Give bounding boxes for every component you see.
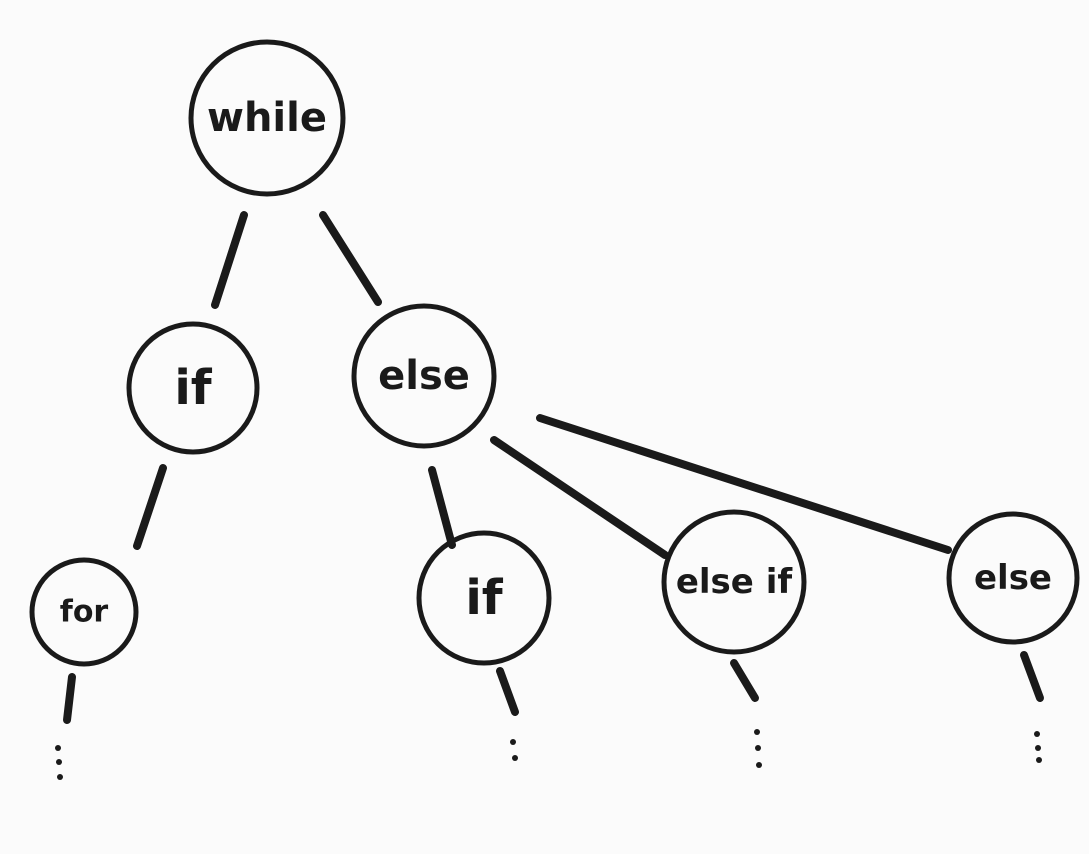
node-while-circle: [188, 39, 346, 197]
node-if1: if: [126, 321, 260, 455]
continuation-for-dot: [56, 759, 62, 765]
edge-while-to-else1: [319, 211, 382, 306]
node-if1-circle: [126, 321, 260, 455]
continuation-else2-line: [1020, 651, 1044, 702]
edge-while-to-if1: [211, 211, 248, 309]
continuation-if2-dot: [512, 755, 518, 761]
node-else2-circle: [946, 511, 1080, 645]
continuation-elseif: [730, 659, 762, 768]
continuation-for-dot: [55, 745, 61, 751]
edge-else1-to-if2: [428, 466, 456, 549]
edge-if1-to-for: [133, 464, 167, 550]
continuation-elseif-dot: [756, 762, 762, 768]
nodes-layer: while if else for if else if else: [29, 39, 1080, 667]
edges-layer: [133, 211, 952, 559]
continuation-elseif-dot: [754, 729, 760, 735]
node-else1-circle: [351, 303, 497, 449]
node-if2: if: [416, 530, 552, 666]
continuation-else2: [1020, 651, 1044, 763]
node-for-label: for: [60, 595, 109, 630]
continuation-elseif-line: [730, 659, 759, 702]
node-elseif: else if: [661, 509, 807, 655]
node-for-circle: [29, 557, 139, 667]
continuation-if2-line: [496, 667, 519, 716]
continuations-layer: [55, 651, 1044, 780]
continuation-for-dot: [57, 774, 63, 780]
continuation-for: [55, 673, 76, 780]
node-if1-label: if: [174, 360, 212, 416]
edge-else1-to-elseif: [490, 436, 669, 559]
node-else2: else: [946, 511, 1080, 645]
node-for: for: [29, 557, 139, 667]
node-else1: else: [351, 303, 497, 449]
node-while-label: while: [207, 95, 327, 141]
node-else2-label: else: [974, 558, 1052, 598]
continuation-if2-dot: [510, 739, 516, 745]
node-while: while: [188, 39, 346, 197]
continuation-else2-dot: [1036, 757, 1042, 763]
continuation-for-line: [63, 673, 76, 724]
node-elseif-circle: [661, 509, 807, 655]
continuation-else2-dot: [1034, 731, 1040, 737]
node-else1-label: else: [378, 353, 470, 399]
node-if2-circle: [416, 530, 552, 666]
continuation-elseif-dot: [755, 745, 761, 751]
edge-else1-to-else2: [536, 414, 952, 554]
node-if2-label: if: [465, 570, 503, 626]
continuation-if2: [496, 667, 519, 761]
continuation-else2-dot: [1035, 745, 1041, 751]
node-elseif-label: else if: [676, 562, 794, 602]
